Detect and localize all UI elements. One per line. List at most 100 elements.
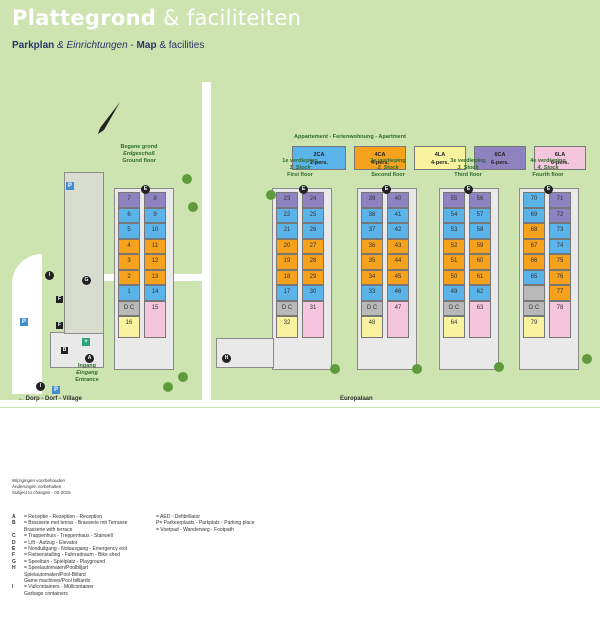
key-row: Spielautomaten/Pool-Billard bbox=[24, 571, 86, 578]
unit-2: 2 bbox=[118, 269, 140, 285]
north-arrow-icon bbox=[98, 102, 120, 134]
unit-9: 9 bbox=[144, 207, 166, 223]
unit-46: 46 bbox=[387, 285, 409, 301]
unit-4: 4 bbox=[118, 238, 140, 254]
unit-57: 57 bbox=[469, 207, 491, 223]
tree bbox=[494, 362, 504, 372]
unit-37: 37 bbox=[361, 223, 383, 239]
facility-h-icon: H bbox=[222, 354, 231, 363]
reception-building bbox=[50, 332, 104, 368]
tree bbox=[412, 364, 422, 374]
key-row: = AED - Defibrillator bbox=[156, 514, 201, 520]
unit-69: 69 bbox=[523, 207, 545, 223]
unit-35: 35 bbox=[361, 254, 383, 270]
key-row: P= Parkeerplaats - Parkplatz - Parking p… bbox=[156, 520, 255, 527]
street-label-europalaan: Europalaan bbox=[340, 396, 373, 402]
parking-icon: P bbox=[66, 182, 74, 190]
parking-icon-3: P bbox=[52, 386, 60, 394]
facility-e-icon: E bbox=[141, 185, 150, 194]
unit-30: 30 bbox=[302, 285, 324, 301]
key-row: F= Fietsenstalling - Fahrradraum - Bike … bbox=[12, 552, 121, 559]
key-row: A= Receptie - Rezeption - Reception bbox=[12, 514, 102, 520]
key-row: = Voetpad - Wanderweg - Footpath bbox=[156, 526, 234, 533]
facility-f-icon: F bbox=[56, 296, 63, 303]
unit-68: 68 bbox=[523, 223, 545, 239]
unit-56: 56 bbox=[469, 192, 491, 208]
unit-61: 61 bbox=[469, 269, 491, 285]
page-title: Plattegrond & faciliteiten bbox=[12, 6, 302, 30]
unit-44: 44 bbox=[387, 254, 409, 270]
key-row: G= Speeltuin - Spielplatz - Playground bbox=[12, 558, 106, 565]
unit-74: 74 bbox=[549, 238, 571, 254]
unit-6: 6 bbox=[118, 207, 140, 223]
ground-annex bbox=[64, 172, 104, 334]
key-row: D= Lift - Aufzug - Elevator bbox=[12, 539, 78, 546]
unit-62: 62 bbox=[469, 285, 491, 301]
key-row: B= Brasserie met terras - Brasserie mit … bbox=[12, 520, 128, 527]
facility-e-icon-f4: E bbox=[544, 185, 553, 194]
unit-26: 26 bbox=[302, 223, 324, 239]
unit-63: 63 bbox=[469, 300, 491, 338]
unit-28: 28 bbox=[302, 254, 324, 270]
unit-60: 60 bbox=[469, 254, 491, 270]
key-row: E= Nooduitgang - Notausgang - Emergency … bbox=[12, 546, 127, 553]
unit-67: 67 bbox=[523, 238, 545, 254]
unit-65: 65 bbox=[523, 269, 545, 285]
park-map: Appartement - Ferienwohnung - Apartment … bbox=[0, 62, 600, 408]
facility-e-icon-f1: E bbox=[299, 185, 308, 194]
unit-78: 78 bbox=[549, 300, 571, 338]
unit-15: 15 bbox=[144, 300, 166, 338]
tree bbox=[188, 202, 198, 212]
key-row: C= Trappenhuis - Treppenhaus - Stairwell bbox=[12, 533, 113, 540]
unit-41: 41 bbox=[387, 207, 409, 223]
facility-e-icon-f3: E bbox=[464, 185, 473, 194]
unit-27: 27 bbox=[302, 238, 324, 254]
road-vertical bbox=[202, 82, 211, 402]
aed-icon: + bbox=[82, 338, 90, 346]
unit-48: 48 bbox=[361, 316, 383, 338]
unit-8: 8 bbox=[144, 192, 166, 208]
key-row: Game machines/Pool billiards bbox=[24, 578, 91, 585]
facility-i-icon-2: I bbox=[36, 382, 45, 391]
unit-66: 66 bbox=[523, 254, 545, 270]
unit-38: 38 bbox=[361, 207, 383, 223]
unit-50: 50 bbox=[443, 269, 465, 285]
unit-16: 16 bbox=[118, 316, 140, 338]
unit-58: 58 bbox=[469, 223, 491, 239]
unit-20: 20 bbox=[276, 238, 298, 254]
unit-45: 45 bbox=[387, 269, 409, 285]
page-subtitle: Parkplan & Einrichtungen - Map & facilit… bbox=[12, 40, 205, 51]
unit-D C: D C bbox=[276, 300, 298, 316]
unit-36: 36 bbox=[361, 238, 383, 254]
header-banner: Plattegrond & faciliteiten Parkplan & Ei… bbox=[0, 0, 600, 62]
unit-5: 5 bbox=[118, 223, 140, 239]
floor1-annex bbox=[216, 338, 274, 368]
key-row: Brasserie with terrace bbox=[24, 526, 73, 533]
unit-55: 55 bbox=[443, 192, 465, 208]
unit-53: 53 bbox=[443, 223, 465, 239]
road-main bbox=[0, 400, 600, 407]
legend-title: Appartement - Ferienwohnung - Apartment bbox=[294, 134, 406, 140]
unit-22: 22 bbox=[276, 207, 298, 223]
facility-g-icon: G bbox=[82, 276, 91, 285]
tree bbox=[582, 354, 592, 364]
unit-77: 77 bbox=[549, 285, 571, 301]
unit-23: 23 bbox=[276, 192, 298, 208]
unit-72: 72 bbox=[549, 207, 571, 223]
street-label-village: ← Dorp - Dorf - Village bbox=[18, 396, 82, 402]
unit-33: 33 bbox=[361, 285, 383, 301]
unit-D C: D C bbox=[118, 300, 140, 316]
unit-1: 1 bbox=[118, 285, 140, 301]
unit-21: 21 bbox=[276, 223, 298, 239]
tree bbox=[182, 174, 192, 184]
